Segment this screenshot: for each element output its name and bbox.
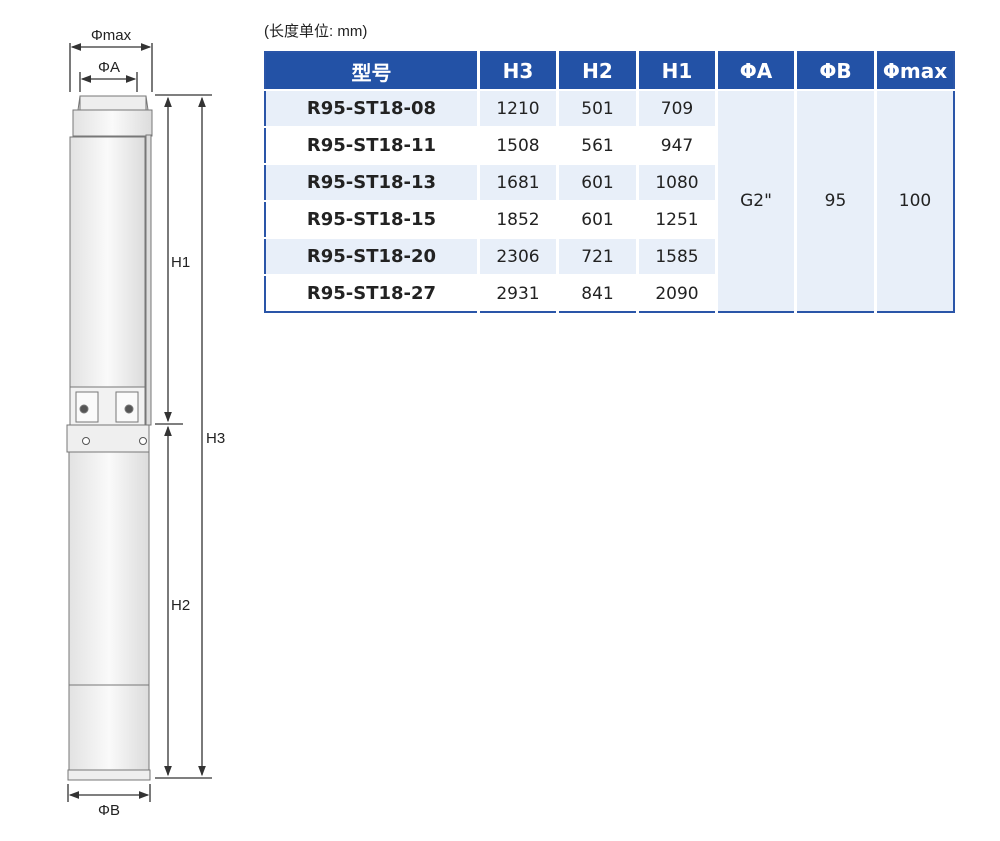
h1-label: H1 [171,254,190,271]
table-row: R95-ST18-13 1681 601 1080 [265,163,954,201]
pump-dimension-drawing: Φmax ΦA H1 H2 H3 ΦB [66,27,225,819]
model-cell: R95-ST18-15 [265,200,479,238]
header-phi-a: ΦA [715,52,796,90]
h1-cell: 1080 [636,163,717,201]
h2-cell: 501 [556,89,638,127]
unit-note: (长度单位: mm) [264,23,368,40]
phi-max-label: Φmax [91,27,132,44]
h2-cell: 841 [556,274,638,312]
pump-illustration [66,95,153,781]
h3-cell: 1681 [477,163,558,201]
dimension-table: 型号 H3 H2 H1 ΦA ΦB Φmax R95-ST18-08 1210 … [264,51,955,313]
h1-cell: 1251 [636,200,717,238]
table-row: R95-ST18-27 2931 841 2090 [265,274,954,312]
phi-a-cell: G2" [715,89,796,312]
header-h2: H2 [556,52,638,90]
h3-cell: 1210 [477,89,558,127]
h3-label: H3 [206,430,225,447]
table-row: R95-ST18-20 2306 721 1585 [265,237,954,275]
h2-cell: 601 [556,200,638,238]
h1-cell: 1585 [636,237,717,275]
header-h3: H3 [477,52,558,90]
model-cell: R95-ST18-20 [265,237,479,275]
h2-cell: 721 [556,237,638,275]
header-model: 型号 [265,52,479,90]
header-phi-max: Φmax [874,52,954,90]
h2-cell: 561 [556,126,638,164]
table-row: R95-ST18-11 1508 561 947 [265,126,954,164]
header-phi-b: ΦB [794,52,876,90]
h3-cell: 1852 [477,200,558,238]
dimension-lines [67,43,212,802]
h1-cell: 2090 [636,274,717,312]
phi-b-label: ΦB [98,802,120,819]
model-cell: R95-ST18-13 [265,163,479,201]
phi-b-cell: 95 [794,89,876,312]
model-cell: R95-ST18-11 [265,126,479,164]
h3-cell: 2306 [477,237,558,275]
h1-cell: 709 [636,89,717,127]
table-row: R95-ST18-08 1210 501 709 G2" 95 100 [265,89,954,312]
h3-cell: 1508 [477,126,558,164]
phi-a-label: ΦA [98,59,120,76]
h1-cell: 947 [636,126,717,164]
h3-cell: 2931 [477,274,558,312]
model-cell: R95-ST18-27 [265,274,479,312]
model-cell: R95-ST18-08 [265,89,479,127]
table-row: R95-ST18-15 1852 601 1251 [265,200,954,238]
phi-max-cell: 100 [874,89,954,312]
header-h1: H1 [636,52,717,90]
h2-label: H2 [171,597,190,614]
table-header-row: 型号 H3 H2 H1 ΦA ΦB Φmax [265,52,954,90]
h2-cell: 601 [556,163,638,201]
